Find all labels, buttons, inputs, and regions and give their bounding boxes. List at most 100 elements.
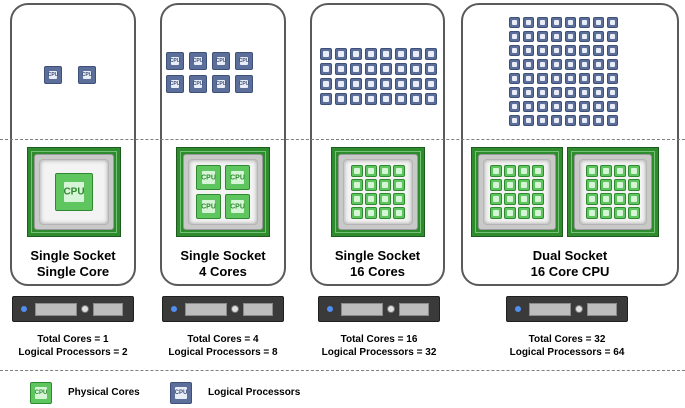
logical-processor-chip [565,59,576,70]
logical-processor-chip [593,101,604,112]
logical-processors-text: Logical Processors = 64 [509,347,625,358]
title-line-1: Dual Socket [532,248,608,263]
logical-processor-chip [509,31,520,42]
title-line-1: Single Socket [30,248,116,263]
logical-processor-chip [551,87,562,98]
logical-processor-chip [350,63,362,75]
logical-processor-chip [380,48,392,60]
logical-processor-chip [607,59,618,70]
blue-cpu-chip-icon: CPU [170,382,192,404]
logical-processor-chip [523,31,534,42]
logical-processor-chip [410,78,422,90]
logical-processor-chip [395,63,407,75]
physical-core-chip [614,207,626,219]
logical-processor-chip [607,115,618,126]
physical-core-chip [393,207,405,219]
column-title: Dual Socket 16 Core CPU [461,248,679,280]
physical-core-chip [628,193,640,205]
logical-processor-chip [425,78,437,90]
divider-line [0,139,685,140]
logical-processor-chip [537,73,548,84]
physical-core-chip [351,179,363,191]
logical-processor-chip: CPU [235,52,253,70]
physical-core-chip [518,207,530,219]
title-line-2: 16 Core CPU [530,264,610,279]
logical-processor-chip [607,17,618,28]
physical-core-chip [490,207,502,219]
physical-core-chip [586,165,598,177]
title-line-1: Single Socket [334,248,421,263]
column-title: Single Socket 16 Cores [310,248,445,280]
logical-processor-chip [579,31,590,42]
physical-core-chip [600,207,612,219]
logical-processor-chip [410,93,422,105]
logical-processor-chip [551,45,562,56]
title-line-2: Single Core [36,264,110,279]
physical-core-chip [518,165,530,177]
logical-processor-chip [551,115,562,126]
panel-4-cores [160,3,286,286]
physical-core-chip: CPU [225,194,250,219]
logical-processor-chip: CPU [189,75,207,93]
logical-processor-chip [410,63,422,75]
logical-processor-chip [537,59,548,70]
physical-core-chip [393,179,405,191]
total-cores-text: Total Cores = 16 [340,334,418,345]
rack-server-icon [12,296,134,322]
physical-core-chip [379,193,391,205]
logical-processor-chip [579,115,590,126]
logical-processor-chip [350,48,362,60]
logical-processor-chip: CPU [170,382,192,404]
physical-core-chip [600,193,612,205]
physical-core-chip [365,179,377,191]
physical-core-chip [504,179,516,191]
logical-processor-chip [523,73,534,84]
physical-core-chip [393,165,405,177]
rack-server-icon [318,296,440,322]
physical-core-chip [532,193,544,205]
logical-processor-chip [537,87,548,98]
logical-processor-chip [593,17,604,28]
logical-processor-chip [551,31,562,42]
rack-server-icon [506,296,628,322]
physical-core-chip [628,179,640,191]
logical-processor-chip [593,87,604,98]
logical-processor-chip [365,48,377,60]
physical-core-chip [504,207,516,219]
logical-processor-chip [565,115,576,126]
logical-processor-chip [523,17,534,28]
logical-processor-chip [380,78,392,90]
core-count-caption: Total Cores = 32 Logical Processors = 64 [487,333,647,359]
logical-processor-chip [365,63,377,75]
title-line-2: 16 Cores [350,264,405,279]
logical-processor-chip [537,31,548,42]
physical-core-chip [614,179,626,191]
logical-processor-chip [565,45,576,56]
physical-core-chip [532,207,544,219]
logical-processor-chip [551,17,562,28]
logical-processor-chip [565,17,576,28]
logical-processor-chip [320,78,332,90]
logical-processor-chip: CPU [189,52,207,70]
logical-processor-chip [509,59,520,70]
logical-processor-chip [395,48,407,60]
logical-processor-chip [593,73,604,84]
physical-core-chip [600,165,612,177]
logical-processor-chip: CPU [235,75,253,93]
logical-processor-chip [523,87,534,98]
rack-server-icon [162,296,284,322]
logical-processor-chip [607,73,618,84]
logical-processor-chip [320,48,332,60]
legend-logical-label: Logical Processors [208,387,301,398]
logical-processor-chip [593,115,604,126]
logical-processor-chip [579,73,590,84]
total-cores-text: Total Cores = 4 [187,334,259,345]
physical-core-chip [586,193,598,205]
physical-core-chip [365,193,377,205]
physical-core-chip [365,165,377,177]
physical-core-chip [614,193,626,205]
logical-processor-chip [607,31,618,42]
physical-core-chip [393,193,405,205]
logical-processor-chip [395,78,407,90]
logical-processor-chip [410,48,422,60]
